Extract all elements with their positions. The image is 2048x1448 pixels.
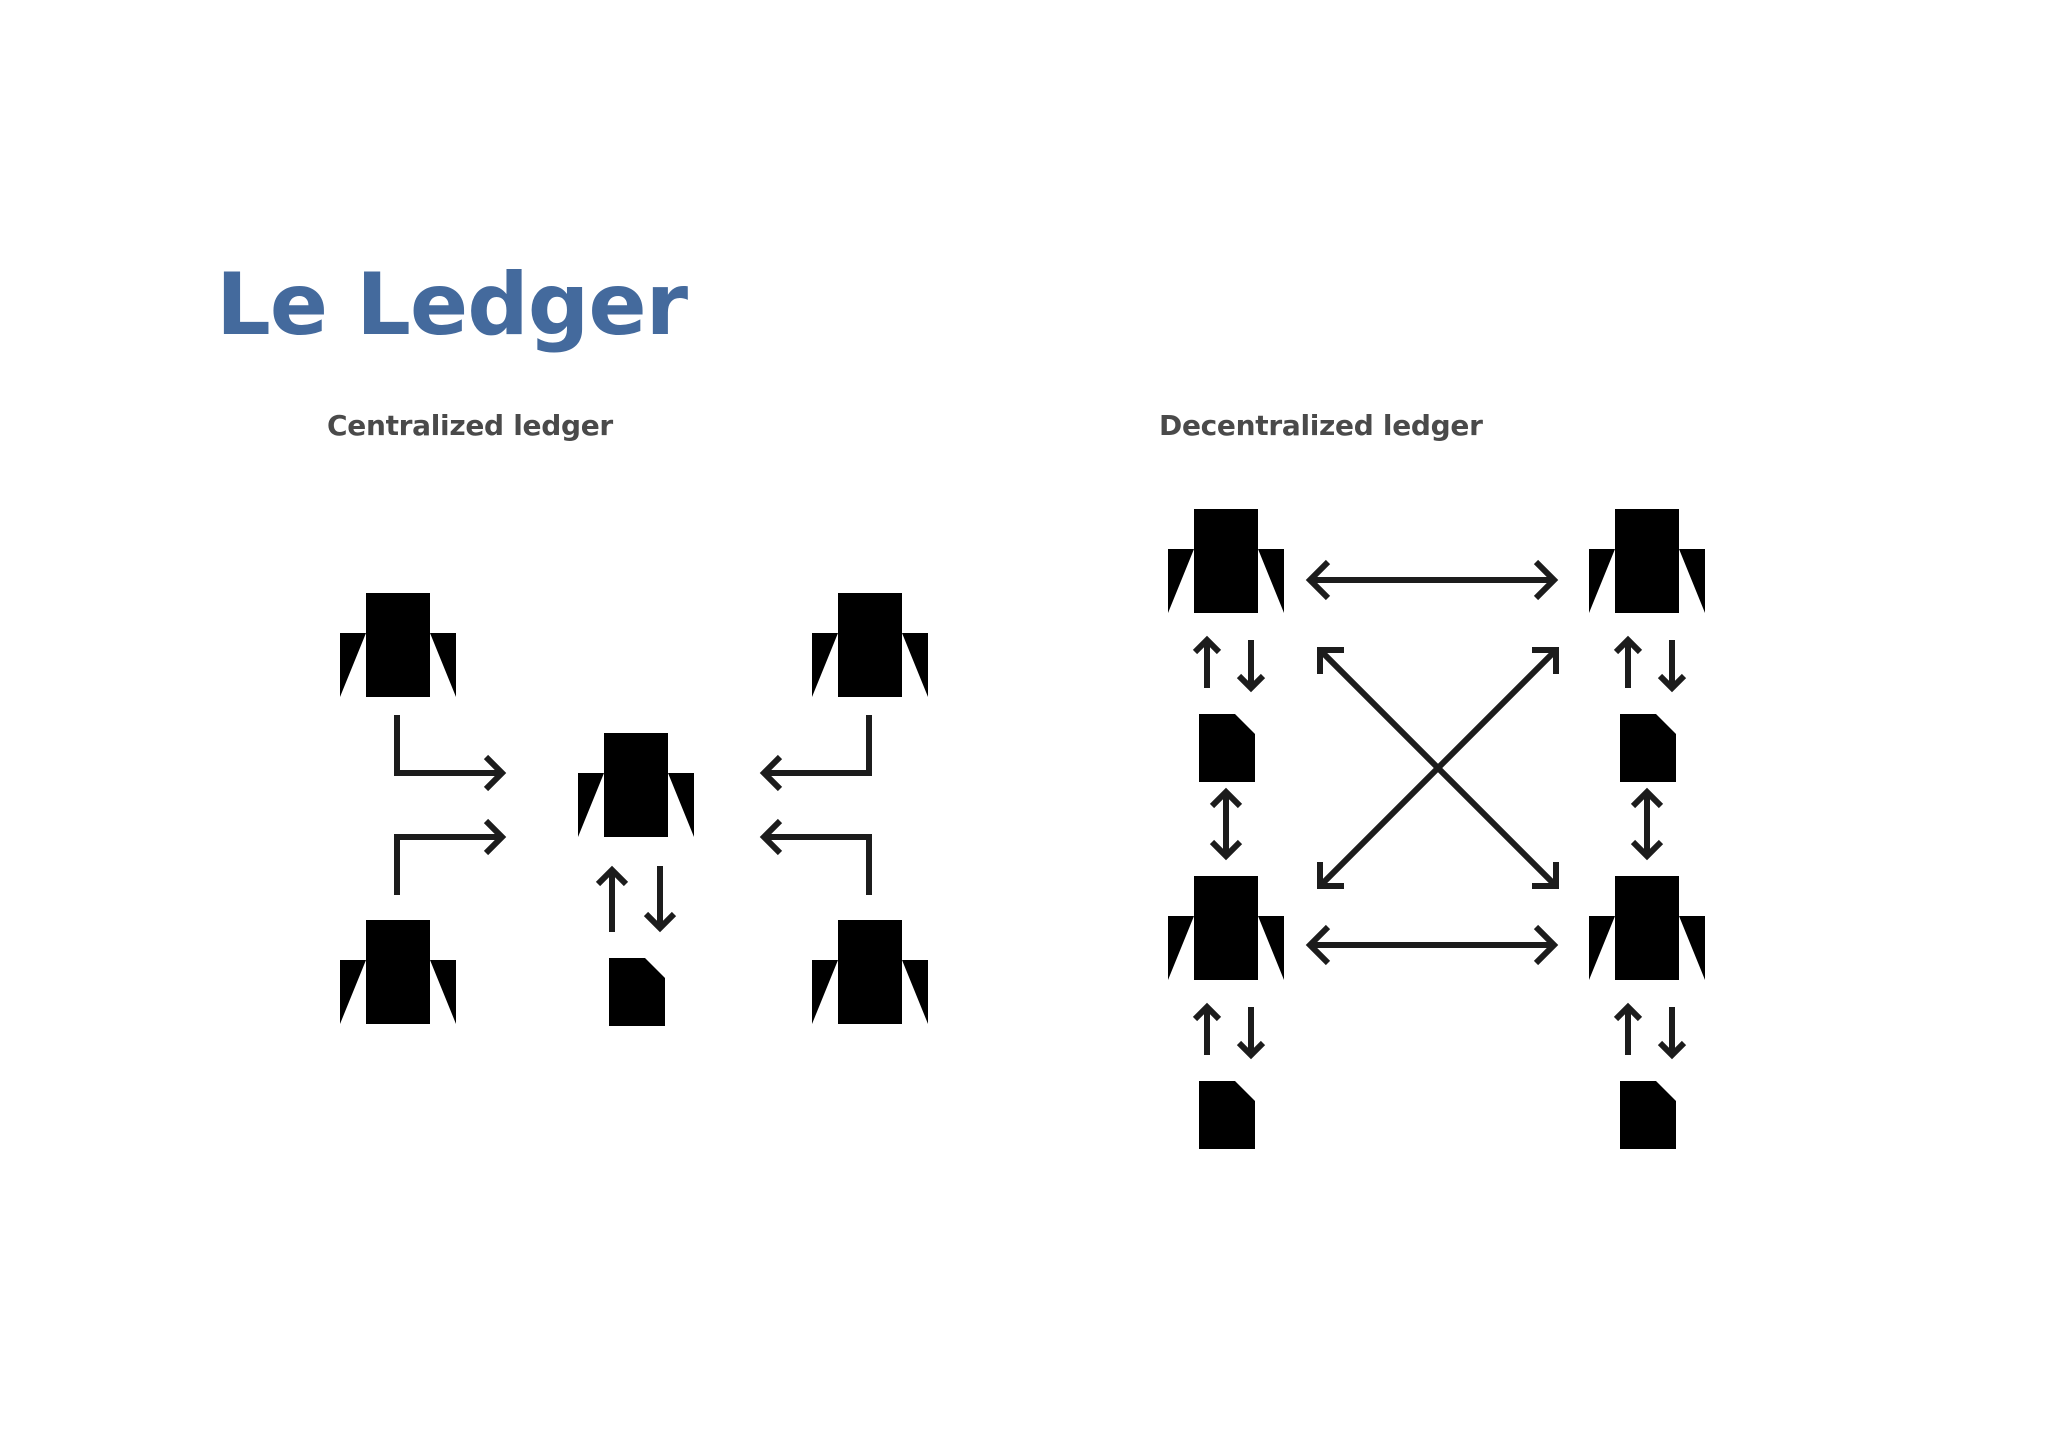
up-down-arrows-icon	[1192, 1002, 1266, 1060]
bank-building-icon	[1579, 864, 1715, 980]
document-icon	[1199, 1081, 1255, 1149]
up-down-arrows-icon	[1192, 635, 1266, 693]
bank-building-icon	[1158, 864, 1294, 980]
bank-building-icon	[1579, 497, 1715, 613]
diagonal-arrow-b	[1317, 647, 1559, 889]
centralized-diagram	[330, 581, 938, 1026]
document-icon	[1620, 1081, 1676, 1149]
document-icon	[609, 958, 665, 1026]
document-icon	[1199, 714, 1255, 782]
arrow-bottom-right-to-center	[759, 818, 872, 895]
bank-building-icon	[802, 908, 938, 1024]
double-arrow-bottom	[1305, 924, 1559, 966]
document-icon	[1620, 714, 1676, 782]
up-down-arrows-icon	[1613, 1002, 1687, 1060]
double-arrow-top	[1305, 559, 1559, 601]
decentralized-ledger-label: Decentralized ledger	[1159, 409, 1483, 442]
decentralized-diagram	[1158, 497, 1715, 1149]
bank-building-icon	[330, 581, 466, 697]
vertical-double-arrow-right	[1630, 787, 1664, 861]
slide-title: Le Ledger	[216, 255, 688, 355]
bank-building-icon	[568, 721, 704, 837]
bank-building-icon	[330, 908, 466, 1024]
bank-building-icon	[802, 581, 938, 697]
centralized-ledger-label: Centralized ledger	[327, 409, 613, 442]
arrow-top-right-to-center	[759, 715, 872, 792]
vertical-double-arrow-left	[1209, 787, 1243, 861]
arrow-bottom-left-to-center	[394, 818, 507, 895]
arrow-top-left-to-center	[394, 715, 507, 792]
up-down-arrows-icon	[1613, 635, 1687, 693]
up-down-arrows-icon	[595, 865, 677, 933]
bank-building-icon	[1158, 497, 1294, 613]
